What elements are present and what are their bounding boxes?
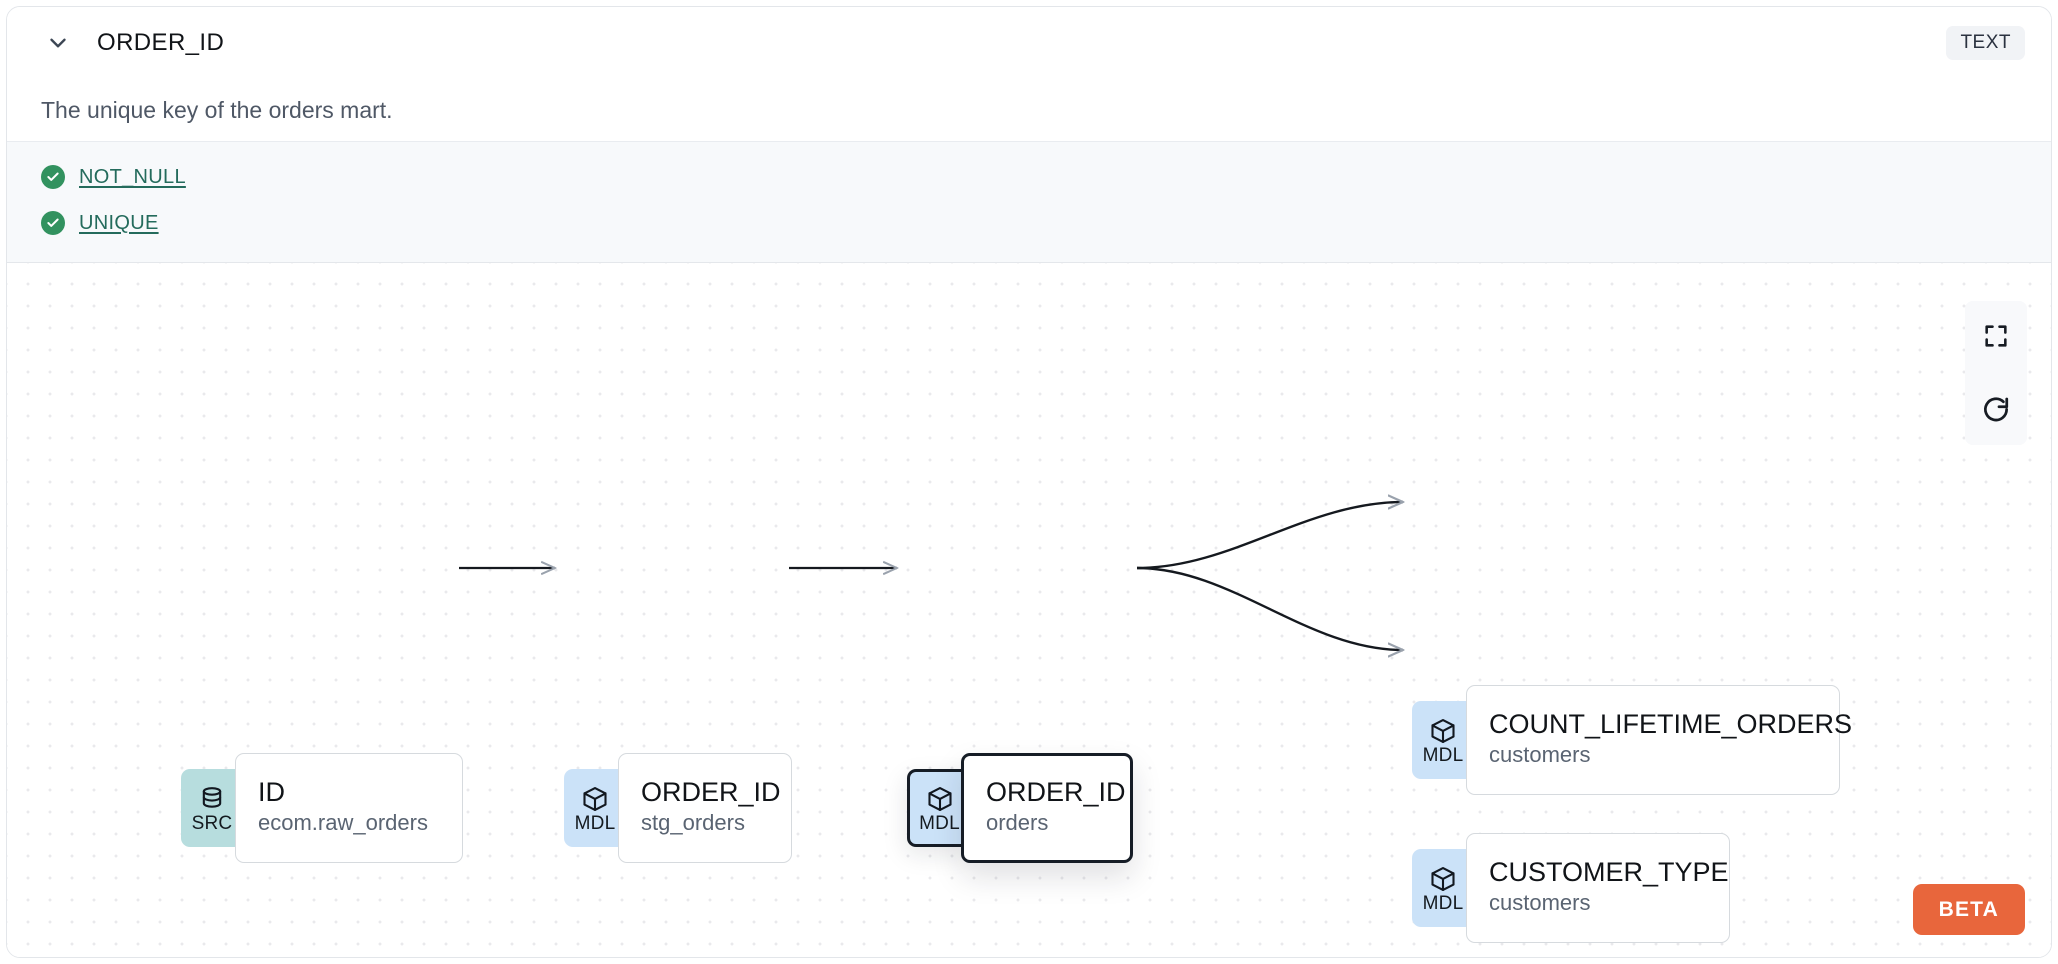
node-type-label: SRC — [191, 813, 233, 834]
node-type-badge-mdl: MDL — [1412, 849, 1474, 927]
data-type-badge: TEXT — [1946, 26, 2025, 60]
node-column-name: ID — [258, 777, 285, 808]
beta-badge[interactable]: BETA — [1912, 884, 2025, 935]
description-row: The unique key of the orders mart. — [7, 79, 2051, 141]
lineage-node-mdl-stg-orders[interactable]: MDL ORDER_ID stg_orders — [564, 753, 792, 863]
node-source-name: ecom.raw_orders — [258, 810, 428, 836]
refresh-icon — [1984, 397, 2009, 422]
node-source-name: customers — [1489, 742, 1591, 768]
node-type-label: MDL — [1422, 745, 1464, 766]
canvas-controls — [1965, 301, 2027, 445]
test-link-not-null[interactable]: NOT_NULL — [79, 165, 186, 188]
chevron-down-icon[interactable] — [41, 26, 75, 60]
node-column-name: COUNT_LIFETIME_ORDERS — [1489, 709, 1853, 740]
node-type-badge-mdl: MDL — [564, 769, 626, 847]
node-column-name: ORDER_ID — [641, 777, 781, 808]
fit-view-button[interactable] — [1965, 301, 2027, 371]
database-icon — [202, 787, 222, 808]
lineage-node-mdl-orders[interactable]: MDL ORDER_ID orders — [907, 753, 1133, 863]
node-source-name: orders — [986, 810, 1049, 836]
test-link-unique[interactable]: UNIQUE — [79, 211, 159, 234]
column-description: The unique key of the orders mart. — [41, 96, 393, 123]
cube-icon — [1431, 718, 1455, 744]
check-circle-icon — [41, 211, 65, 235]
node-source-name: customers — [1489, 890, 1591, 916]
node-type-label: MDL — [919, 813, 960, 834]
column-detail-card: ORDER_ID TEXT The unique key of the orde… — [6, 6, 2052, 958]
check-circle-icon — [41, 165, 65, 189]
test-row: NOT_NULL — [41, 154, 2017, 200]
node-type-label: MDL — [1422, 893, 1464, 914]
lineage-node-src-id[interactable]: SRC ID ecom.raw_orders — [181, 753, 463, 863]
cube-icon — [1431, 866, 1455, 892]
node-type-badge-mdl: MDL — [907, 769, 969, 847]
node-body: ORDER_ID orders — [961, 753, 1133, 863]
test-row: UNIQUE — [41, 200, 2017, 246]
refresh-button[interactable] — [1965, 375, 2027, 445]
fullscreen-icon — [1985, 325, 2007, 347]
card-header: ORDER_ID TEXT — [7, 7, 2051, 79]
lineage-node-mdl-customer-type[interactable]: MDL CUSTOMER_TYPE customers — [1412, 833, 1730, 943]
tests-strip: NOT_NULL UNIQUE — [7, 141, 2051, 263]
node-body: COUNT_LIFETIME_ORDERS customers — [1466, 685, 1853, 795]
node-column-name: CUSTOMER_TYPE — [1489, 857, 1729, 888]
lineage-graph-canvas[interactable]: SRC ID ecom.raw_orders MDL ORDER_ID stg_… — [7, 263, 2051, 957]
node-body: ORDER_ID stg_orders — [618, 753, 792, 863]
node-body: CUSTOMER_TYPE customers — [1466, 833, 1730, 943]
node-column-name: ORDER_ID — [986, 777, 1126, 808]
node-type-label: MDL — [574, 813, 616, 834]
lineage-node-mdl-count-lifetime-orders[interactable]: MDL COUNT_LIFETIME_ORDERS customers — [1412, 685, 1853, 795]
node-body: ID ecom.raw_orders — [235, 753, 463, 863]
page-title: ORDER_ID — [97, 29, 225, 56]
cube-icon — [927, 786, 952, 812]
cube-icon — [583, 786, 607, 812]
node-source-name: stg_orders — [641, 810, 745, 836]
node-type-badge-src: SRC — [181, 769, 243, 847]
node-type-badge-mdl: MDL — [1412, 701, 1474, 779]
